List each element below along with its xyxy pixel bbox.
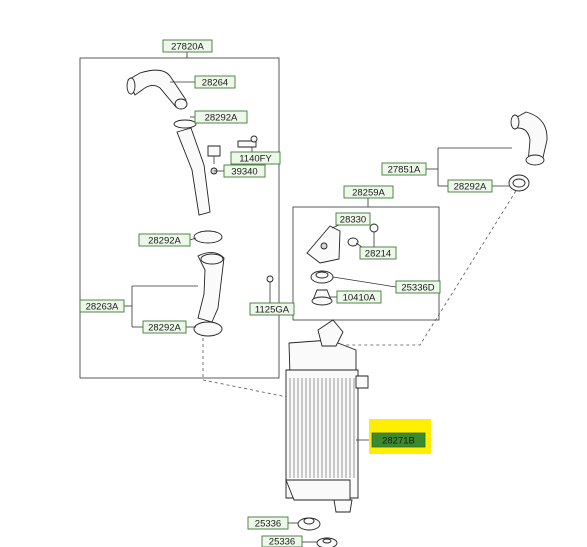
- hose-28264: [126, 69, 188, 110]
- svg-text:39340: 39340: [231, 167, 257, 178]
- svg-text:25336: 25336: [269, 537, 295, 547]
- clamp-28292A-right: [508, 174, 530, 192]
- label-28292A-bottom: 28292A: [142, 320, 187, 334]
- group-frame-28259A: [292, 206, 440, 321]
- grommet-10410A: [311, 289, 333, 306]
- svg-text:1125GA: 1125GA: [255, 305, 290, 316]
- svg-text:28330: 28330: [340, 215, 366, 226]
- svg-text:28264: 28264: [202, 78, 228, 89]
- svg-text:28292A: 28292A: [148, 323, 181, 334]
- clamp-28292A-top: [173, 119, 197, 129]
- grommet-25336D: [310, 270, 334, 284]
- svg-text:28292A: 28292A: [148, 236, 181, 247]
- bolt-28214: [369, 223, 379, 244]
- svg-text:25336D: 25336D: [401, 283, 434, 294]
- label-25336-upper: 25336: [247, 516, 289, 530]
- label-28271B-highlighted: 28271B: [369, 419, 431, 454]
- bolt-1125GA: [266, 275, 274, 296]
- clamp-28292A-mid: [193, 230, 223, 244]
- bolt-1140FY: [237, 135, 258, 148]
- label-28292A-top: 28292A: [194, 110, 248, 124]
- intercooler-28271B: [285, 319, 369, 513]
- pipe-upper: [176, 127, 211, 216]
- hose-28263A: [197, 252, 225, 323]
- label-10410A: 10410A: [336, 290, 382, 304]
- svg-text:28292A: 28292A: [205, 113, 238, 124]
- intercooler-fins: [289, 378, 355, 478]
- clamp-28292A-bottom: [193, 321, 223, 337]
- svg-text:28259A: 28259A: [352, 188, 385, 199]
- svg-text:28263A: 28263A: [86, 302, 119, 313]
- label-27851A: 27851A: [381, 162, 427, 176]
- label-25336D: 25336D: [395, 280, 441, 294]
- label-28330: 28330: [335, 212, 371, 226]
- svg-text:10410A: 10410A: [343, 293, 376, 304]
- svg-text:25336: 25336: [255, 519, 281, 530]
- label-28292A-mid: 28292A: [138, 233, 191, 247]
- leader-lines: [124, 52, 512, 543]
- svg-text:1140FY: 1140FY: [239, 154, 272, 165]
- svg-text:28214: 28214: [365, 249, 391, 260]
- dashed-leader-right: [342, 185, 520, 346]
- label-1125GA: 1125GA: [249, 302, 295, 316]
- label-28292A-right: 28292A: [447, 179, 493, 193]
- hose-27851A: [510, 111, 548, 166]
- bracket-28259A: [306, 225, 341, 264]
- grommet-25336-lower: [316, 537, 338, 547]
- label-28264: 28264: [194, 75, 236, 89]
- nut-28330: [347, 237, 359, 247]
- label-28214: 28214: [359, 246, 397, 260]
- label-28263A: 28263A: [79, 299, 125, 313]
- grommet-25336-upper: [297, 517, 321, 531]
- label-28259A: 28259A: [343, 185, 394, 199]
- svg-text:28271B: 28271B: [382, 436, 415, 447]
- label-27820A: 27820A: [162, 39, 213, 53]
- label-39340: 39340: [223, 164, 266, 178]
- label-25336-lower: 25336: [261, 535, 303, 547]
- group-frame-27820A: [79, 57, 280, 379]
- svg-text:28292A: 28292A: [454, 182, 487, 193]
- dashed-leader-left: [202, 338, 293, 399]
- svg-text:27820A: 27820A: [171, 42, 204, 53]
- label-1140FY: 1140FY: [230, 151, 281, 165]
- svg-text:27851A: 27851A: [388, 165, 421, 176]
